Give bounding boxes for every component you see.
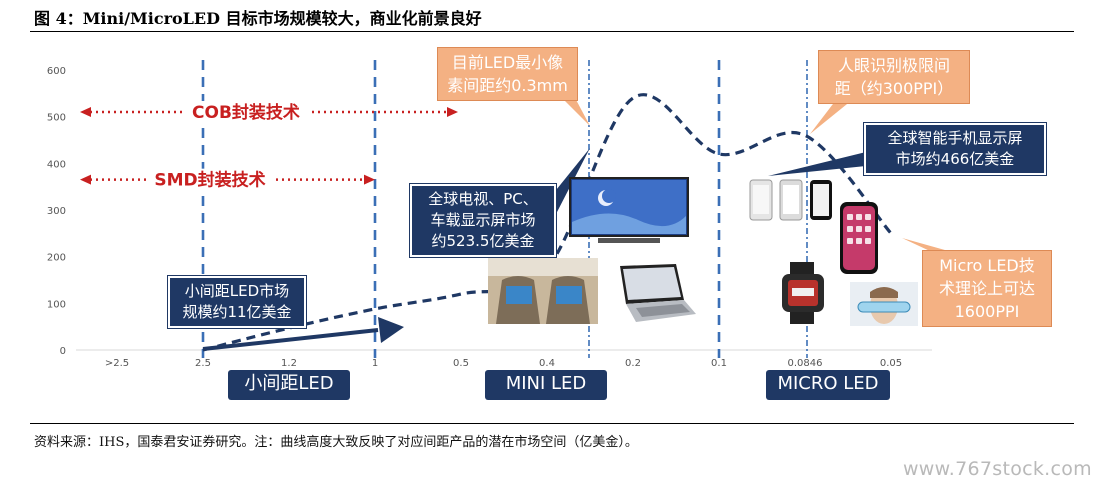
smartphones-image <box>748 178 834 222</box>
laptop-image <box>606 262 698 324</box>
top-rule <box>30 31 1074 32</box>
watermark: www.767stock.com <box>902 458 1092 480</box>
source-note: 资料来源：IHS，国泰君安证券研究。注：曲线高度大致反映了对应间距产品的潜在市场… <box>34 435 638 450</box>
y-tick-label: 300 <box>47 206 66 217</box>
callout-micro-theory: Micro LED技 术理论上可达 1600PPI <box>922 250 1052 327</box>
chart-canvas: 600 500 400 300 200 100 0 >2.5 2.5 1.2 1 0.5 0.4 0.2… <box>47 60 952 369</box>
smartphone-callout-pointer <box>768 152 866 176</box>
tv-image <box>568 176 690 248</box>
callout-mini-pixel-pitch: 目前LED最小像 素间距约0.3mm <box>437 47 578 101</box>
y-tick-label: 100 <box>47 299 66 310</box>
x-tick-label: 1.2 <box>281 358 297 369</box>
tech-label: SMD封装技术 <box>154 170 265 191</box>
x-axis: >2.5 2.5 1.2 1 0.5 0.4 0.2 0.1 0.0846 0.05 <box>105 358 902 369</box>
tech-label-bg <box>146 168 274 191</box>
callout-small-pitch-market: 小间距LED市场 规模约11亿美金 <box>167 275 307 329</box>
x-tick-label: 1 <box>372 358 378 369</box>
y-tick-label: 200 <box>47 253 66 264</box>
callout-eye-limit: 人眼识别极限间 距（约300PPI） <box>818 50 970 104</box>
micro-theory-pointer <box>902 238 952 252</box>
x-tick-label: 0.2 <box>625 358 641 369</box>
tech-arrow-left <box>80 174 91 185</box>
mini-pitch-pointer <box>560 96 590 126</box>
tech-label-bg <box>184 101 308 123</box>
x-tick-label: 2.5 <box>195 358 211 369</box>
tech-arrow-left <box>80 107 91 117</box>
x-tick-label: 0.05 <box>880 358 902 369</box>
tech-arrow-right <box>447 107 458 117</box>
x-tick-label: 0.4 <box>539 358 555 369</box>
callout-tv-pc-market: 全球电视、PC、 车载显示屏市场 约523.5亿美金 <box>409 183 557 258</box>
segment-small-pitch: 小间距LED <box>228 370 350 400</box>
eye-limit-pointer <box>810 100 852 134</box>
tech-arrow-right <box>364 174 375 185</box>
tech-label: COB封装技术 <box>192 102 300 123</box>
x-tick-label: 0.5 <box>453 358 469 369</box>
figure-title: 图 4：Mini/MicroLED 目标市场规模较大，商业化前景良好 <box>34 9 482 28</box>
market-curve <box>202 93 893 352</box>
callout-pointers <box>202 96 952 351</box>
x-tick-label: >2.5 <box>105 358 129 369</box>
segment-micro-led: MICRO LED <box>766 370 890 400</box>
y-tick-label: 500 <box>47 113 66 124</box>
small-pitch-arrow-line <box>202 328 379 351</box>
tech-ranges: COB封装技术 SMD封装技术 <box>80 101 458 191</box>
smartwatch-image <box>778 262 828 324</box>
x-tick-label: 0.0846 <box>788 358 823 369</box>
y-tick-label: 400 <box>47 159 66 170</box>
small-pitch-arrow-head <box>378 317 404 343</box>
y-tick-label: 0 <box>60 346 66 357</box>
car-display-image <box>488 258 598 324</box>
segment-mini-led: MINI LED <box>485 370 607 400</box>
x-tick-label: 0.1 <box>711 358 727 369</box>
ar-glasses-image <box>850 282 918 326</box>
callout-smartphone-market: 全球智能手机显示屏 市场约466亿美金 <box>863 122 1047 176</box>
y-tick-label: 600 <box>47 66 66 77</box>
bottom-rule <box>30 423 1074 424</box>
iphone-image <box>838 200 880 276</box>
y-axis: 600 500 400 300 200 100 0 <box>47 66 932 357</box>
